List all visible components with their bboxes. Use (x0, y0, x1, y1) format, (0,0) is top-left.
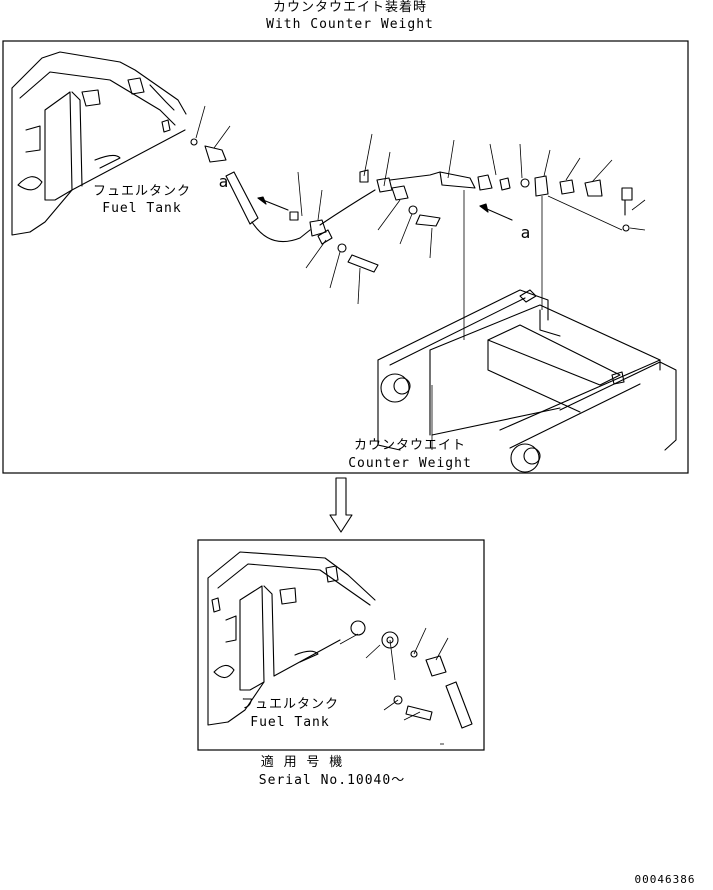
inset-leaders (339, 627, 449, 745)
counter-weight-main (377, 289, 677, 473)
inset-fuel-tank-label-en: Fuel Tank (250, 715, 330, 730)
view-ref-label-1: a (218, 172, 230, 191)
applicable-serial-label-jp: 適 用 号 機 (260, 755, 344, 770)
down-arrow (329, 477, 353, 533)
drawing-number: 00046386 (634, 873, 696, 886)
inset-fuel-tank-label-jp: フュエルタンク (240, 697, 339, 712)
fuel-line-main (190, 138, 633, 273)
serial-number-label: Serial No.10040～ (258, 773, 406, 788)
fuel-tank-main (11, 51, 187, 236)
title-english: With Counter Weight (266, 17, 434, 32)
counter-weight-label-jp: カウンタウエイト (353, 438, 466, 453)
inset-frame (197, 539, 485, 751)
view-ref-label-2: a (520, 223, 532, 242)
view-arrows (257, 196, 513, 221)
leader-lines (195, 105, 646, 450)
fuel-tank-inset (207, 551, 473, 729)
counter-weight-label-en: Counter Weight (348, 456, 472, 471)
fuel-tank-label-en: Fuel Tank (102, 201, 182, 216)
main-frame (2, 40, 689, 474)
title-japanese: カウンタウエイト装着時 (272, 0, 427, 15)
fuel-tank-label-jp: フュエルタンク (92, 184, 191, 199)
